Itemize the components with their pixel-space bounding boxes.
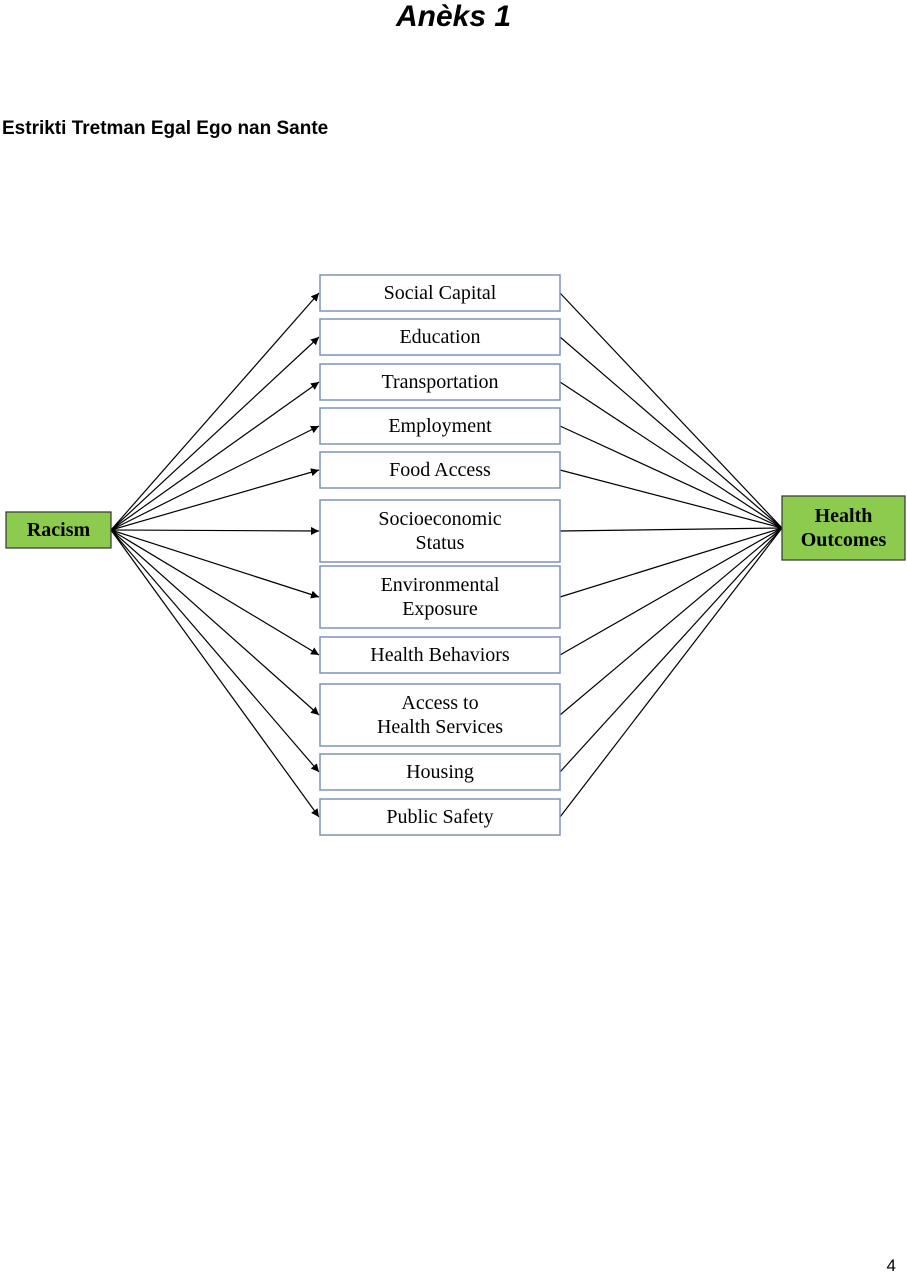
arrow-racism-to-access-to-health-services — [110, 529, 320, 716]
arrow-racism-to-housing — [110, 529, 320, 773]
factor-label: Transportation — [381, 371, 498, 393]
racism-node-label: Racism — [27, 519, 91, 541]
line-socioeconomic-status-to-health-outcomes — [559, 527, 783, 532]
page-number: 4 — [886, 1256, 896, 1275]
factor-box-transportation: Transportation — [319, 363, 561, 401]
factor-box-border — [319, 565, 561, 629]
line-food-access-to-health-outcomes — [559, 469, 783, 529]
line-health-behaviors-to-health-outcomes — [559, 527, 783, 656]
factor-box-health-behaviors: Health Behaviors — [319, 636, 561, 674]
line-transportation-to-health-outcomes — [559, 381, 783, 529]
factor-label-line-1: Socioeconomic — [378, 508, 501, 530]
factor-box-employment: Employment — [319, 407, 561, 445]
factor-box-border — [319, 451, 561, 489]
arrow-racism-to-environmental-exposure — [110, 529, 320, 599]
factor-label-line-1: Access to — [401, 692, 478, 714]
factor-label-line-2: Exposure — [402, 598, 478, 620]
node-layer: Social CapitalEducationTransportationEmp… — [5, 274, 906, 836]
factor-box-border — [319, 499, 561, 563]
line-education-to-health-outcomes — [559, 336, 783, 529]
racism-node-box — [5, 511, 112, 549]
factor-box-border — [319, 753, 561, 791]
factor-box-border — [319, 798, 561, 836]
line-environmental-exposure-to-health-outcomes — [559, 527, 783, 598]
line-social-capital-to-health-outcomes — [559, 292, 783, 529]
connector-layer — [110, 292, 783, 818]
factor-box-border — [319, 407, 561, 445]
factor-box-food-access: Food Access — [319, 451, 561, 489]
health-outcomes-node-box — [781, 495, 906, 561]
factor-label: Social Capital — [384, 282, 497, 304]
arrow-racism-to-public-safety — [110, 529, 320, 818]
factor-box-education: Education — [319, 318, 561, 356]
section-heading: Estrikti Tretman Egal Ego nan Sante — [2, 118, 329, 139]
line-access-to-health-services-to-health-outcomes — [559, 527, 783, 716]
racism-node: Racism — [5, 511, 112, 549]
arrow-racism-to-health-behaviors — [110, 529, 320, 656]
factor-box-border — [319, 683, 561, 747]
factor-box-housing: Housing — [319, 753, 561, 791]
factor-label: Housing — [406, 761, 474, 783]
line-housing-to-health-outcomes — [559, 527, 783, 773]
health-outcomes-node-label-line-1: Health — [815, 505, 873, 527]
page-title: Anèks 1 — [395, 0, 512, 33]
factor-label: Employment — [388, 415, 492, 437]
factor-box-border — [319, 636, 561, 674]
factor-box-border — [319, 318, 561, 356]
factor-label: Education — [399, 326, 480, 348]
factor-label: Health Behaviors — [370, 644, 510, 666]
arrow-racism-to-transportation — [110, 381, 320, 531]
factor-label: Public Safety — [386, 806, 493, 828]
arrow-racism-to-employment — [110, 425, 320, 531]
line-employment-to-health-outcomes — [559, 425, 783, 529]
arrow-racism-to-social-capital — [110, 292, 320, 531]
factor-box-social-capital: Social Capital — [319, 274, 561, 312]
arrow-racism-to-education — [110, 336, 320, 531]
factor-box-public-safety: Public Safety — [319, 798, 561, 836]
factor-box-border — [319, 274, 561, 312]
line-public-safety-to-health-outcomes — [559, 527, 783, 818]
arrow-racism-to-food-access — [110, 468, 320, 531]
factor-label-line-2: Status — [416, 532, 465, 554]
factor-label: Food Access — [389, 459, 491, 481]
factor-label-line-1: Environmental — [381, 574, 500, 596]
factor-box-border — [319, 363, 561, 401]
arrow-racism-to-socioeconomic-status — [110, 526, 320, 535]
factor-label-line-2: Health Services — [377, 716, 503, 738]
health-outcomes-node-label-line-2: Outcomes — [801, 529, 887, 551]
